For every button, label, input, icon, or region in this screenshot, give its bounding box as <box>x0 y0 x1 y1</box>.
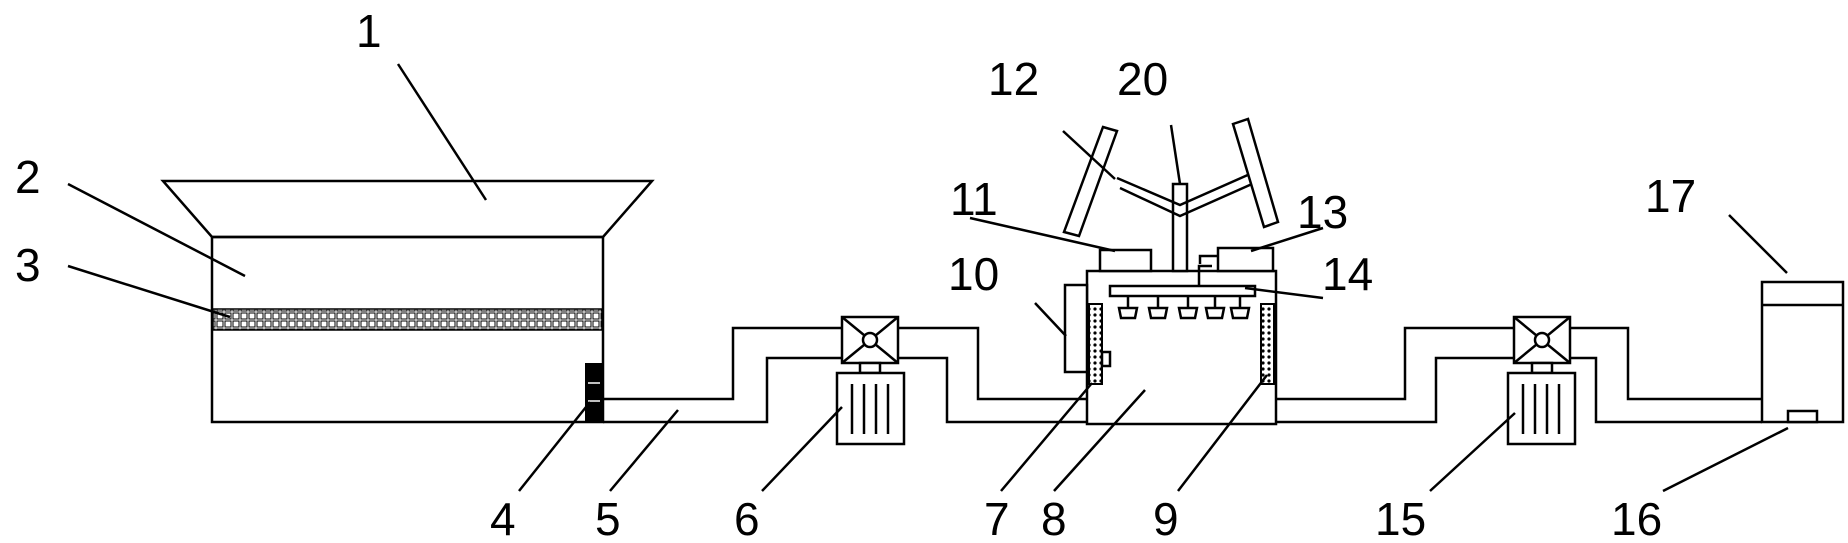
motor-left <box>1098 248 1153 273</box>
feed-hopper <box>160 179 655 239</box>
label-16: 16 <box>1611 493 1662 543</box>
level-sensor <box>1786 409 1819 424</box>
pump-left <box>835 315 906 446</box>
filter-screen <box>212 308 603 331</box>
filter-element-left <box>1088 303 1103 385</box>
spray-nozzles <box>1117 296 1251 320</box>
label-4: 4 <box>490 493 516 543</box>
label-7: 7 <box>984 493 1010 543</box>
wind-blade-left <box>1062 125 1119 238</box>
settling-tank <box>210 235 605 424</box>
wind-blade-right <box>1231 117 1280 229</box>
label-2: 2 <box>15 151 41 203</box>
label-9: 9 <box>1153 493 1179 543</box>
side-panel <box>1063 283 1089 374</box>
label-11: 11 <box>950 173 998 225</box>
blade-arms <box>1116 172 1251 207</box>
label-20: 20 <box>1117 53 1168 105</box>
label-8: 8 <box>1041 493 1067 543</box>
central-shaft <box>1171 182 1189 273</box>
filter-element-right <box>1260 303 1275 385</box>
label-17: 17 <box>1645 170 1696 222</box>
storage-tank <box>1760 280 1845 424</box>
label-15: 15 <box>1375 493 1426 543</box>
label-10: 10 <box>948 248 999 300</box>
label-14: 14 <box>1322 248 1373 300</box>
label-1: 1 <box>356 5 382 57</box>
label-13: 13 <box>1297 186 1348 238</box>
label-5: 5 <box>595 493 621 543</box>
motor-right <box>1216 246 1275 273</box>
spray-bar <box>1108 284 1257 298</box>
label-6: 6 <box>734 493 760 543</box>
leader-lines <box>67 63 1789 493</box>
pump-right <box>1506 315 1577 446</box>
outlet-valve <box>585 363 602 422</box>
label-12: 12 <box>988 53 1039 105</box>
label-3: 3 <box>15 239 41 291</box>
